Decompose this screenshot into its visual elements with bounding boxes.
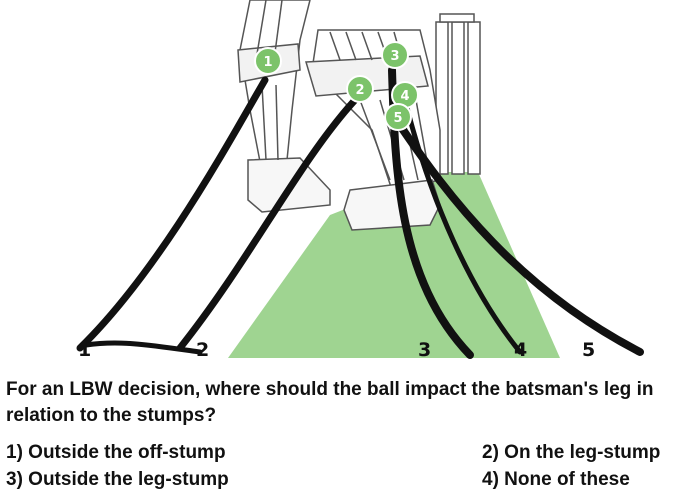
ball-path-4 — [402, 97, 523, 355]
path-label-2: 2 — [196, 339, 209, 361]
svg-text:4: 4 — [400, 89, 409, 104]
impact-marker-5: 5 — [384, 103, 412, 131]
path-label-5: 5 — [582, 339, 595, 361]
path-label-3: 3 — [418, 339, 431, 361]
ball-path-5 — [391, 114, 644, 356]
option-2[interactable]: 2) On the leg-stump — [482, 442, 661, 463]
ball-path-2 — [176, 96, 359, 352]
stumps — [435, 13, 481, 175]
path-labels: 1 2 3 4 5 — [78, 339, 595, 361]
option-4[interactable]: 4) None of these — [482, 469, 630, 490]
option-3[interactable]: 3) Outside the leg-stump — [6, 469, 229, 490]
impact-marker-2: 2 — [346, 75, 374, 103]
pitch-area — [228, 172, 560, 358]
ball-path-1 — [76, 76, 269, 352]
path-label-1: 1 — [78, 339, 91, 361]
lbw-illustration: 1 2 3 4 5 1 2 3 4 5 — [76, 0, 644, 361]
impact-markers: 1 2 3 4 5 — [254, 41, 419, 131]
svg-text:5: 5 — [393, 111, 402, 126]
svg-text:1: 1 — [263, 55, 272, 70]
impact-marker-1: 1 — [254, 47, 282, 75]
path-label-4: 4 — [514, 339, 527, 361]
front-leg — [305, 29, 441, 231]
option-1[interactable]: 1) Outside the off-stump — [6, 442, 226, 463]
svg-text:3: 3 — [390, 49, 399, 64]
question-text: For an LBW decision, where should the ba… — [6, 379, 654, 426]
svg-text:2: 2 — [355, 83, 364, 98]
impact-marker-3: 3 — [381, 41, 409, 69]
